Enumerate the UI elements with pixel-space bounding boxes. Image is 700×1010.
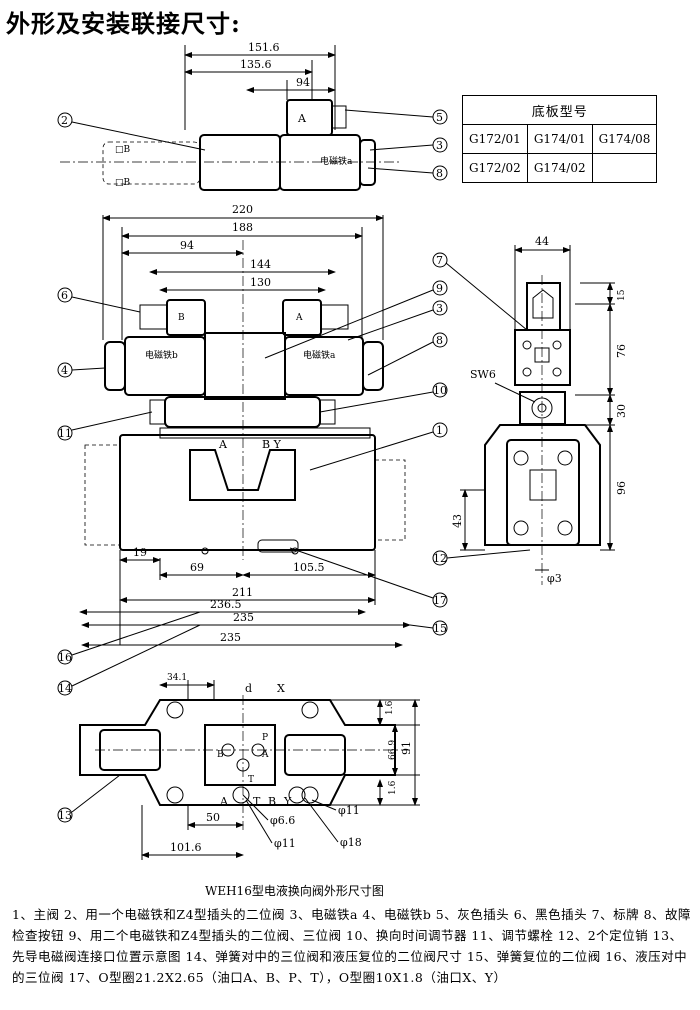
page-title: 外形及安装联接尺寸:: [6, 9, 241, 38]
plate-table-header: 底板型号: [461, 95, 658, 125]
dim-151-6: 151.6: [248, 41, 280, 54]
plate-cell: G172/02: [462, 153, 528, 183]
dim-phi6-6: φ6.6: [270, 814, 295, 827]
dim-30: 30: [615, 404, 628, 418]
dim-94-front: 94: [180, 239, 194, 252]
dim-69: 69: [190, 561, 204, 574]
figure-caption: WEH16型电液换向阀外形尺寸图: [205, 884, 384, 898]
dim-x: X: [277, 682, 285, 695]
dim-235-b: 235: [220, 631, 241, 644]
dim-235-a: 235: [233, 611, 254, 624]
dim-43: 43: [451, 514, 464, 528]
dim-130: 130: [250, 276, 271, 289]
balloon-7: 7: [436, 254, 443, 267]
port-p: P: [262, 733, 268, 743]
dim-105-5: 105.5: [293, 561, 325, 574]
dim-211: 211: [232, 586, 253, 599]
coil-label-b: 电磁铁b: [145, 349, 178, 361]
front-view: 220 188 94 144 130 B A 电磁铁b 电磁铁a: [57, 203, 448, 696]
dim-76: 76: [615, 344, 628, 358]
dim-phi11-a: φ11: [338, 804, 360, 817]
dim-34-1: 34.1: [167, 673, 187, 683]
top-view: 151.6 135.6 94 A □B □B 电磁铁a 2 5 3 8: [57, 41, 448, 191]
balloon-12: 12: [433, 552, 447, 565]
svg-text:□B: □B: [115, 145, 131, 155]
dim-236-5: 236.5: [210, 598, 242, 611]
dim-101-6: 101.6: [170, 841, 202, 854]
port-t2: T: [253, 795, 261, 808]
coil-letter-a-top: A: [297, 112, 307, 125]
side-view: 44 SW6 15 76 30 96: [432, 235, 628, 585]
dim-135-6: 135.6: [240, 58, 272, 71]
balloon-3-front: 3: [436, 302, 443, 315]
port-t-bottom: T: [248, 775, 254, 785]
plug-letter-b: B: [178, 313, 185, 323]
plate-cell: [591, 153, 658, 183]
dim-1-6-b: 1.6: [388, 780, 398, 795]
dim-d: d: [245, 682, 252, 695]
drawing-canvas: 151.6 135.6 94 A □B □B 电磁铁a 2 5 3 8 220: [57, 41, 628, 860]
dim-96: 96: [615, 481, 628, 495]
dim-220: 220: [232, 203, 253, 216]
base-plate-table: 底板型号 G172/01 G174/01 G174/08 G172/02 G17…: [461, 95, 658, 183]
port-a2: A: [219, 795, 229, 808]
port-y: Y: [283, 795, 292, 808]
balloon-16: 16: [58, 651, 72, 664]
balloon-3-top: 3: [436, 139, 443, 152]
dim-15: 15: [617, 289, 627, 301]
port-b-bottom: B: [217, 750, 224, 760]
balloon-2: 2: [61, 114, 68, 127]
bottom-view: 34.1 d X B P A T A T B Y 1.6 66.9 91 1.: [57, 673, 420, 860]
port-a-bottom: A: [261, 750, 269, 760]
balloon-8-front: 8: [436, 334, 443, 347]
dim-66-9: 66.9: [388, 740, 398, 760]
balloon-4: 4: [61, 364, 68, 377]
balloon-10: 10: [433, 384, 447, 397]
plate-cell: G172/01: [462, 124, 528, 154]
parts-legend: 1、主阀 2、用一个电磁铁和Z4型插头的二位阀 3、电磁铁a 4、电磁铁b 5、…: [12, 907, 692, 985]
coil-label-top: 电磁铁a: [320, 155, 353, 167]
plate-cell: G174/02: [526, 153, 593, 183]
port-letters-by-front: B Y: [262, 438, 282, 451]
sw6-label: SW6: [470, 368, 496, 381]
dim-44: 44: [535, 235, 549, 248]
plug-letter-a: A: [295, 313, 303, 323]
balloon-11: 11: [58, 427, 72, 440]
balloon-1: 1: [436, 424, 443, 437]
dim-phi3: φ3: [547, 572, 562, 585]
dim-144: 144: [250, 258, 271, 271]
dim-phi11-b: φ11: [274, 837, 296, 850]
plate-cell: G174/01: [526, 124, 593, 154]
balloon-17: 17: [433, 594, 447, 607]
balloon-5: 5: [436, 111, 443, 124]
dim-91: 91: [400, 741, 413, 755]
balloon-9: 9: [436, 282, 443, 295]
dim-phi18: φ18: [340, 836, 362, 849]
balloon-14: 14: [58, 682, 72, 695]
balloon-15: 15: [433, 622, 447, 635]
dim-188: 188: [232, 221, 253, 234]
dim-1-6-a: 1.6: [385, 700, 395, 715]
dim-19: 19: [133, 546, 147, 559]
dim-50: 50: [206, 811, 220, 824]
balloon-13: 13: [58, 809, 72, 822]
port-letter-a-front: A: [218, 438, 228, 451]
balloon-8-top: 8: [436, 167, 443, 180]
port-b2: B: [268, 795, 276, 808]
balloon-6: 6: [61, 289, 68, 302]
dim-94-top: 94: [296, 76, 310, 89]
svg-text:□B: □B: [115, 178, 131, 188]
coil-label-a: 电磁铁a: [303, 349, 336, 361]
